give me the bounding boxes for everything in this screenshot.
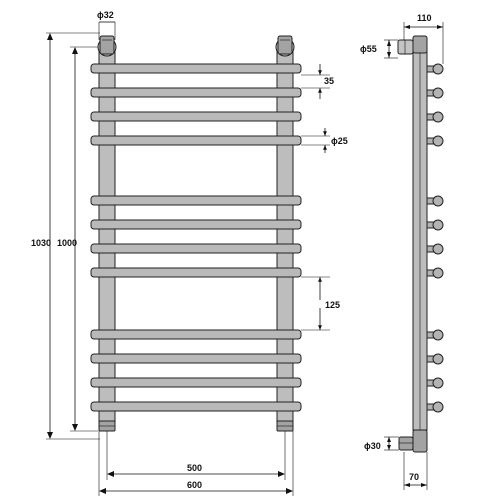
rung — [90, 401, 302, 412]
rung — [90, 329, 302, 340]
rung-ends — [426, 63, 444, 413]
axis-height-dimension: 1000 — [57, 46, 98, 432]
rung-end — [426, 111, 444, 123]
side-view: 110 ϕ55 ϕ30 70 — [360, 13, 444, 490]
right-upright — [276, 51, 294, 427]
wall-mount-diameter-dimension: ϕ55 — [360, 39, 398, 59]
side-top-cap — [412, 35, 428, 54]
rung — [90, 195, 302, 206]
wall-offset-dimension: 70 — [403, 452, 428, 490]
rung-end — [426, 135, 444, 147]
total-height-dimension: 1030 — [31, 32, 100, 440]
rung — [90, 353, 302, 364]
rung — [90, 219, 302, 230]
top-right-fitting — [275, 35, 295, 57]
rung-end — [426, 195, 444, 207]
bottom-right-fitting — [276, 420, 294, 432]
top-left-fitting — [97, 35, 117, 57]
rung-diameter-label: ϕ25 — [331, 136, 348, 146]
axis-height-label: 1000 — [57, 238, 77, 248]
rung-end — [426, 353, 444, 365]
pipe-diameter-label: ϕ32 — [97, 10, 114, 20]
wall-mount-top — [397, 39, 414, 55]
wall-mount-diameter-label: ϕ55 — [360, 44, 377, 54]
rungs — [90, 63, 302, 412]
rung-end — [426, 63, 444, 75]
total-width-dimension: 600 — [98, 431, 294, 496]
rung — [90, 267, 302, 278]
rung-end — [426, 377, 444, 389]
rung-end — [426, 267, 444, 279]
rung-height-label: 35 — [324, 76, 334, 86]
rung-end — [426, 219, 444, 231]
rung-end — [426, 243, 444, 255]
front-view: ϕ32 35 ϕ25 125 — [31, 10, 348, 496]
rung — [90, 135, 302, 146]
rung-height-dimension: 35 — [301, 64, 334, 99]
total-height-label: 1030 — [31, 238, 51, 248]
depth-dimension: 110 — [403, 13, 444, 64]
rung-end — [426, 87, 444, 99]
rung-diameter-dimension: ϕ25 — [301, 128, 348, 153]
wall-offset-label: 70 — [409, 472, 419, 482]
bottom-connection — [398, 429, 428, 453]
axis-width-label: 500 — [187, 463, 202, 473]
rung-end — [426, 401, 444, 413]
rung — [90, 111, 302, 122]
rung — [90, 87, 302, 98]
pipe-diameter-dimension: ϕ32 — [97, 10, 116, 40]
connection-diameter-dimension: ϕ30 — [364, 436, 399, 451]
connection-diameter-label: ϕ30 — [364, 441, 381, 451]
rung-gap-dimension: 125 — [301, 276, 340, 331]
rung — [90, 377, 302, 388]
rung — [90, 243, 302, 254]
rung-end — [426, 329, 444, 341]
bottom-left-fitting — [98, 420, 116, 432]
depth-label: 110 — [417, 13, 432, 23]
rung-gap-label: 125 — [325, 300, 340, 310]
total-width-label: 600 — [187, 480, 202, 490]
rung — [90, 63, 302, 74]
left-upright — [98, 51, 116, 427]
axis-width-dimension: 500 — [106, 431, 286, 480]
